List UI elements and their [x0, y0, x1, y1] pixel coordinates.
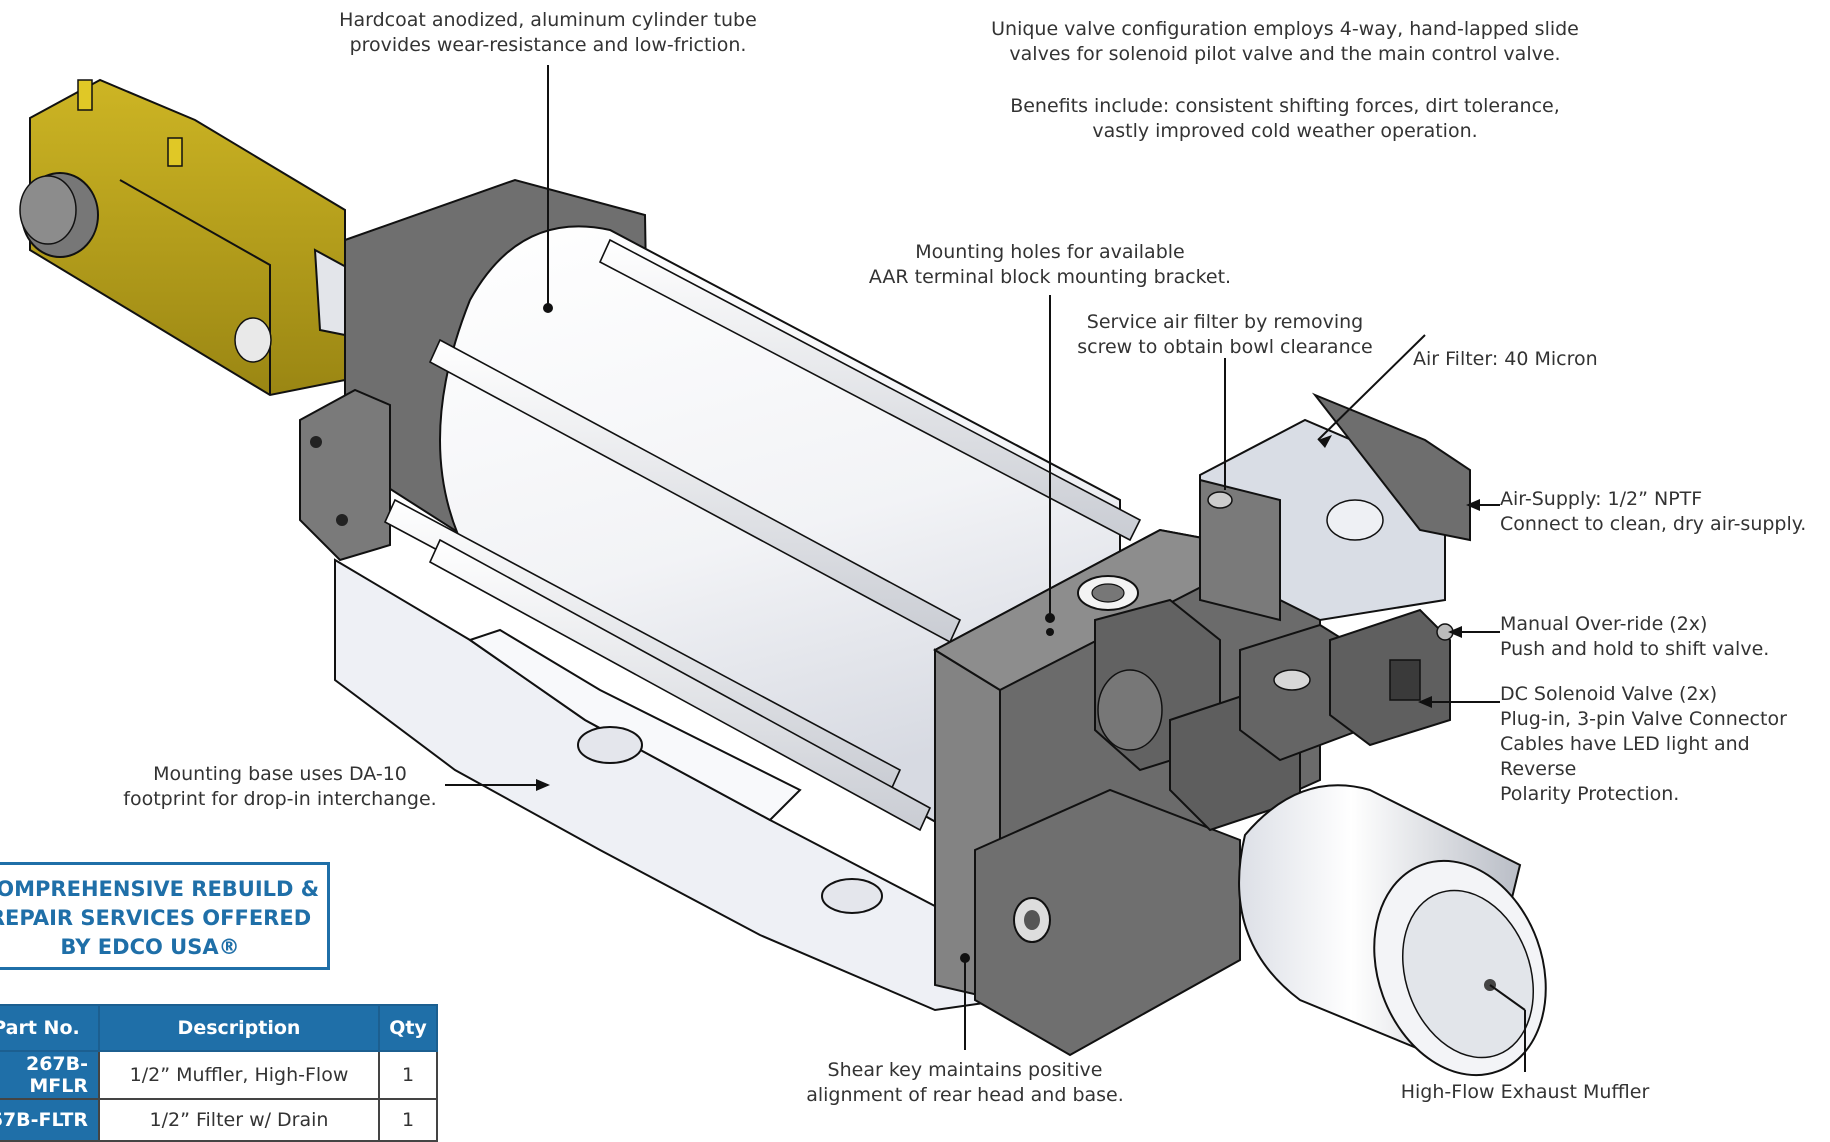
cell-description: 1/2” Filter w/ Drain [98, 1098, 380, 1142]
cell-qty: 1 [378, 1050, 438, 1100]
note-benefits: Benefits include: consistent shifting fo… [1010, 95, 1560, 142]
yellow-valve-module [19, 78, 371, 397]
col-description: Description [98, 1004, 380, 1052]
cell-part-no: 267B-FLTR [0, 1098, 100, 1142]
note-muffler: High-Flow Exhaust Muffler [1400, 1081, 1650, 1103]
tie-rods [383, 238, 1142, 832]
banner-line-3: BY EDCO USA® [60, 935, 240, 959]
banner-line-2: REPAIR SERVICES OFFERED [0, 906, 312, 930]
base-hole-2 [821, 878, 883, 914]
note-manual-override: Manual Over-ride (2x) Push and hold to s… [1500, 613, 1770, 660]
note-cylinder-tube: Hardcoat anodized, aluminum cylinder tub… [339, 9, 757, 56]
leader-arrowheads [536, 435, 1480, 791]
parts-table: Part No. Description Qty 267B-MFLR 1/2” … [0, 1004, 438, 1142]
note-mounting-base: Mounting base uses DA-10 footprint for d… [123, 763, 437, 810]
actuator-illustration [19, 65, 1547, 1077]
note-dc-solenoid: DC Solenoid Valve (2x) Plug-in, 3-pin Va… [1500, 683, 1787, 805]
note-air-filter: Air Filter: 40 Micron [1413, 348, 1598, 370]
note-shear-key: Shear key maintains positive alignment o… [806, 1059, 1124, 1106]
note-air-supply: Air-Supply: 1/2” NPTF Connect to clean, … [1500, 488, 1807, 535]
note-service-filter: Service air filter by removing screw to … [1077, 311, 1373, 358]
note-valve-config: Unique valve configuration employs 4-way… [991, 18, 1579, 65]
leader-lines [445, 65, 1526, 1072]
table-row: 267B-FLTR 1/2” Filter w/ Drain 1 [0, 1098, 438, 1142]
col-part-no: Part No. [0, 1004, 100, 1052]
service-banner: COMPREHENSIVE REBUILD & REPAIR SERVICES … [0, 862, 330, 970]
solenoid-valves [1094, 598, 1454, 832]
shear-key-block [974, 788, 1241, 1057]
base-hole-1 [577, 726, 643, 764]
col-qty: Qty [378, 1004, 438, 1052]
note-mounting-holes: Mounting holes for available AAR termina… [868, 241, 1232, 288]
table-row: 267B-MFLR 1/2” Muffler, High-Flow 1 [0, 1050, 438, 1100]
air-filter-assembly [1199, 392, 1471, 622]
parts-table-header: Part No. Description Qty [0, 1004, 438, 1052]
banner-line-1: COMPREHENSIVE REBUILD & [0, 877, 320, 901]
mounting-base [334, 558, 1007, 1012]
exhaust-muffler [1238, 784, 1547, 1077]
cell-description: 1/2” Muffler, High-Flow [98, 1050, 380, 1100]
cell-qty: 1 [378, 1098, 438, 1142]
cell-part-no: 267B-MFLR [0, 1050, 100, 1100]
